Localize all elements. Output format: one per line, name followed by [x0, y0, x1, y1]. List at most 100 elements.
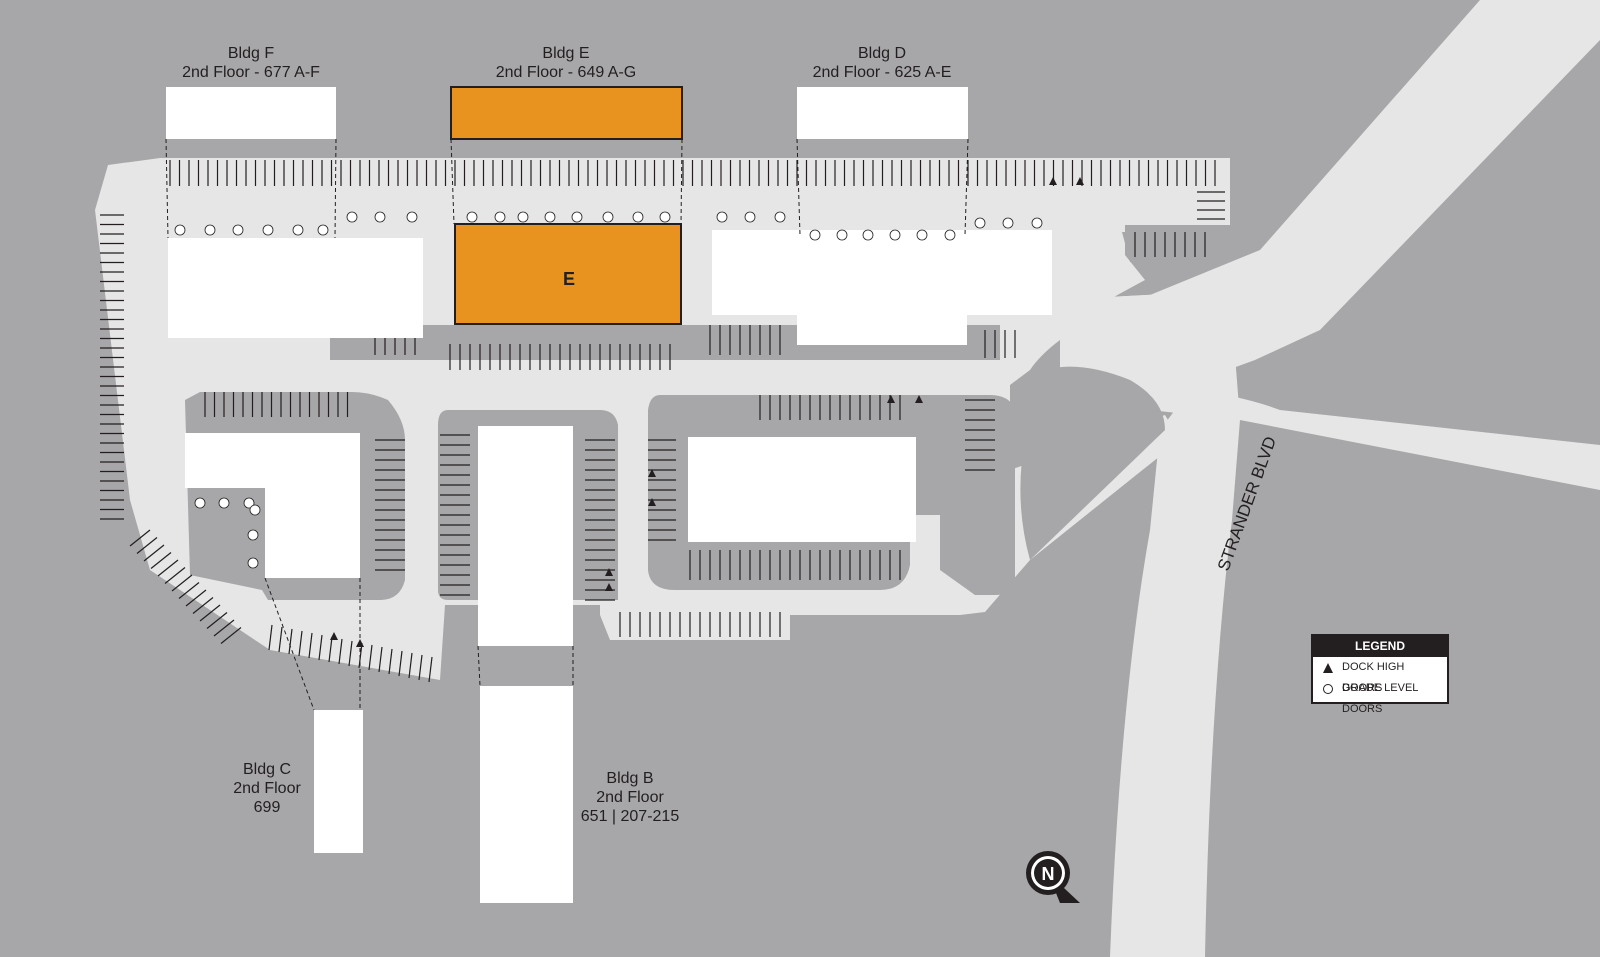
- grade-level-door: [571, 211, 583, 223]
- grade-level-doors: [174, 211, 1043, 569]
- grade-level-door: [1002, 217, 1014, 229]
- dock-high-door: [887, 395, 895, 403]
- grade-level-door: [346, 211, 358, 223]
- grade-level-door: [194, 497, 206, 509]
- grade-level-door: [774, 211, 786, 223]
- parking-stripe: [150, 552, 172, 569]
- parking-stripe: [199, 604, 221, 622]
- bldg-e-2nd-floor-box[interactable]: [450, 86, 683, 140]
- grade-level-door: [466, 211, 478, 223]
- legend: LEGEND DOCK HIGH DOORS GRADE LEVEL DOORS: [1311, 634, 1449, 715]
- dock-high-door: [330, 632, 338, 640]
- parking-stripe: [338, 638, 343, 665]
- parking-stripe: [278, 626, 283, 653]
- bldg-e-label: Bldg E 2nd Floor - 649 A-G: [461, 44, 671, 82]
- parking-stripe: [220, 627, 242, 644]
- grade-level-door: [862, 229, 874, 241]
- parking-stripe: [428, 656, 433, 683]
- bldg-e-footprint[interactable]: [454, 223, 682, 325]
- bldg-e-name: Bldg E: [542, 45, 590, 62]
- grade-level-door: [232, 224, 244, 236]
- parking-stripe: [388, 648, 393, 675]
- parking-stripe: [129, 529, 151, 547]
- legend-item-dock: DOCK HIGH DOORS: [1313, 657, 1447, 694]
- grade-level-door: [317, 224, 329, 236]
- parking-stripe: [308, 632, 313, 659]
- dock-high-door: [915, 395, 923, 403]
- bldg-d-label: Bldg D 2nd Floor - 625 A-E: [787, 44, 977, 82]
- parking-stripe: [408, 652, 413, 679]
- grade-level-door: [262, 224, 274, 236]
- grade-level-door: [659, 211, 671, 223]
- parking-stripe: [378, 646, 383, 673]
- grade-level-door: [1031, 217, 1043, 229]
- grade-level-door: [632, 211, 644, 223]
- parking-stripe: [143, 544, 165, 562]
- bldg-f-detail: 2nd Floor - 677 A-F: [182, 64, 320, 81]
- bldg-c-2nd-floor-box: [314, 710, 363, 853]
- bldg-b-name: Bldg B: [606, 770, 654, 787]
- circle-icon: [1323, 684, 1333, 694]
- grade-level-door: [889, 229, 901, 241]
- parking-stripe: [185, 589, 207, 607]
- grade-level-door: [247, 557, 259, 569]
- dock-high-door: [356, 639, 364, 647]
- grade-level-door: [247, 529, 259, 541]
- bldg-c-label: Bldg C 2nd Floor 699: [212, 760, 322, 817]
- parking-stripe: [348, 640, 353, 667]
- compass-letter: N: [1042, 864, 1055, 884]
- triangle-icon: [1323, 663, 1333, 673]
- bldg-b-label: Bldg B 2nd Floor 651 | 207-215: [565, 769, 695, 826]
- bldg-f-2nd-floor-box: [166, 87, 336, 139]
- grade-level-door: [836, 229, 848, 241]
- grade-level-door: [494, 211, 506, 223]
- bldg-c-suite: 699: [253, 799, 281, 816]
- bldg-d-2nd-floor-box: [797, 87, 968, 139]
- parking-stripes: [100, 160, 1225, 683]
- grade-level-door: [916, 229, 928, 241]
- grade-level-door: [406, 211, 418, 223]
- parking-stripe: [368, 644, 373, 671]
- bldg-b-2nd-floor-box: [480, 686, 573, 903]
- parking-stripe: [213, 619, 235, 637]
- parking-stripe: [298, 630, 303, 657]
- bldg-b-suite: 651 | 207-215: [580, 808, 680, 825]
- dock-high-door: [605, 568, 613, 576]
- grade-level-door: [544, 211, 556, 223]
- bldg-d-wing: [797, 300, 967, 345]
- grade-level-door: [174, 224, 186, 236]
- bldg-d-name: Bldg D: [857, 45, 907, 62]
- grade-level-door: [204, 224, 216, 236]
- grade-level-door: [243, 497, 255, 509]
- legend-item-grade-label: GRADE LEVEL DOORS: [1342, 682, 1419, 715]
- dock-high-doors: [330, 177, 1084, 647]
- bldg-f-name: Bldg F: [227, 45, 275, 62]
- parking-stripe: [136, 537, 158, 554]
- grade-level-door: [809, 229, 821, 241]
- grade-level-door: [944, 229, 956, 241]
- parking-stripe: [398, 650, 403, 677]
- bldg-b-footprint: [478, 426, 573, 646]
- building-footprints: [168, 223, 1052, 646]
- grade-level-door: [218, 497, 230, 509]
- parking-stripe: [192, 597, 214, 614]
- parking-stripe: [318, 634, 323, 661]
- grade-level-door: [292, 224, 304, 236]
- bldg-a-footprint: [688, 437, 916, 542]
- bldg-c-name: Bldg C: [242, 761, 292, 778]
- parking-stripe: [206, 612, 228, 629]
- bldg-e-detail: 2nd Floor - 649 A-G: [495, 64, 637, 81]
- grade-level-door: [744, 211, 756, 223]
- north-arrow-icon: N: [1026, 851, 1080, 903]
- second-floor-plans: [166, 86, 968, 903]
- bldg-c-wing: [265, 433, 360, 578]
- parking-stripe: [268, 624, 273, 651]
- bldg-d-detail: 2nd Floor - 625 A-E: [812, 64, 952, 81]
- legend-item-dock-label: DOCK HIGH DOORS: [1342, 661, 1405, 694]
- grade-level-door: [374, 211, 386, 223]
- grade-level-door: [716, 211, 728, 223]
- parking-stripe: [164, 567, 186, 584]
- parking-stripe: [288, 628, 293, 655]
- bldg-f-label: Bldg F 2nd Floor - 677 A-F: [156, 44, 346, 82]
- parking-stripe: [328, 636, 333, 663]
